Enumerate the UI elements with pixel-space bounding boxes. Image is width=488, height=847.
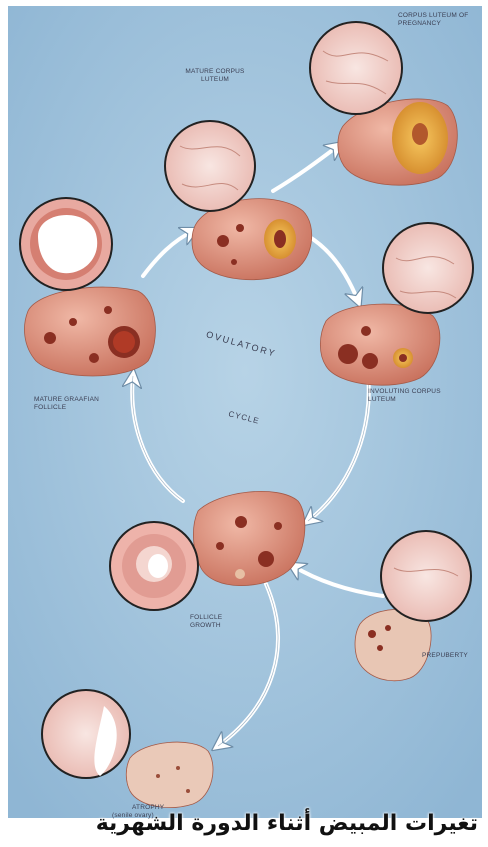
ovarian-cycle-illustration (8, 6, 482, 818)
ovary-involuting-corpus-luteum (320, 304, 440, 385)
label-corpus-luteum-pregnancy: CORPUS LUTEUM OF PREGNANCY (398, 12, 472, 28)
arabic-caption: تغيرات المبيض أثناء الدورة الشهرية (8, 811, 478, 836)
label-involuting-corpus-luteum: INVOLUTING CORPUS LUTEUM (368, 388, 448, 404)
label-prepuberty: PREPUBERTY (422, 652, 468, 660)
ovary-mature-graafian-follicle (24, 287, 155, 376)
magnifier-mature-corpus-luteum (165, 121, 255, 211)
label-mature-graafian-follicle: MATURE GRAAFIAN FOLLICLE (34, 396, 110, 412)
magnifier-follicle-growth (110, 522, 198, 610)
magnifier-graafian-follicle (20, 198, 112, 290)
label-mature-corpus-luteum: MATURE CORPUS LUTEUM (180, 68, 250, 84)
magnifier-atrophy (42, 690, 130, 778)
magnifier-prepuberty (381, 531, 471, 621)
magnifier-involuting (383, 223, 473, 313)
magnifier-pregnancy (310, 22, 402, 114)
label-follicle-growth: FOLLICLE GROWTH (190, 614, 242, 630)
ovary-atrophy (126, 742, 213, 807)
